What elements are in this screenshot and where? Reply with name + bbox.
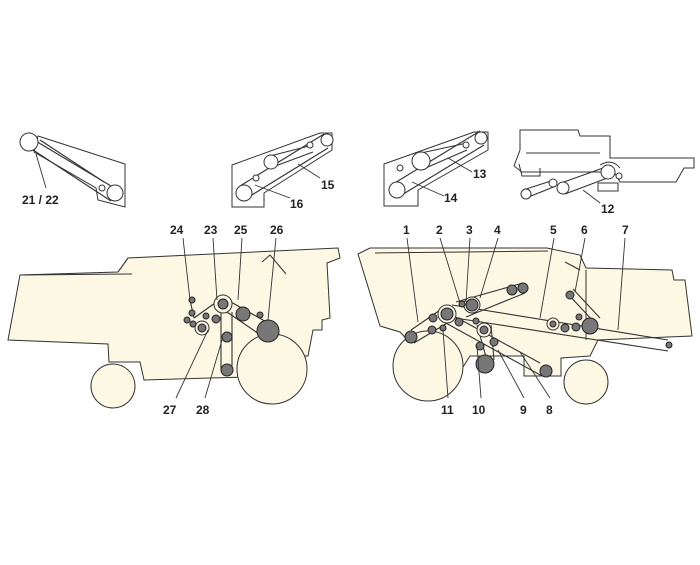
callout-16: 16	[290, 197, 304, 211]
right-callout-leaders: 1 2 3 4 5 6 7 11 10 9 8	[403, 223, 629, 417]
detail-belt-21-22: 21 / 22	[19, 132, 126, 208]
callout-21-22: 21 / 22	[22, 193, 59, 207]
callout-15: 15	[321, 178, 335, 192]
callout-3: 3	[466, 223, 473, 237]
left-combine-body	[7, 247, 341, 409]
callout-9: 9	[520, 403, 527, 417]
left-belt-system	[183, 294, 280, 377]
callout-25: 25	[234, 223, 248, 237]
callout-24: 24	[170, 223, 184, 237]
detail-belt-13-14: 13 14	[383, 130, 489, 207]
callout-26: 26	[270, 223, 284, 237]
callout-28: 28	[196, 403, 210, 417]
right-combine-body	[357, 247, 693, 405]
callout-23: 23	[204, 223, 218, 237]
right-belt-system	[404, 282, 673, 378]
detail-belt-12: 12	[513, 129, 695, 216]
callout-13: 13	[473, 167, 487, 181]
callout-14: 14	[444, 191, 458, 205]
callout-5: 5	[550, 223, 557, 237]
callout-6: 6	[581, 223, 588, 237]
callout-27: 27	[163, 403, 177, 417]
callout-12: 12	[601, 202, 615, 216]
callout-2: 2	[436, 223, 443, 237]
callout-4: 4	[494, 223, 501, 237]
left-callout-leaders: 24 23 25 26 27 28	[163, 223, 284, 417]
callout-7: 7	[622, 223, 629, 237]
detail-belt-15-16: 15 16	[231, 132, 335, 211]
callout-8: 8	[546, 403, 553, 417]
callout-10: 10	[472, 403, 486, 417]
callout-11: 11	[441, 403, 454, 417]
callout-1: 1	[403, 223, 410, 237]
